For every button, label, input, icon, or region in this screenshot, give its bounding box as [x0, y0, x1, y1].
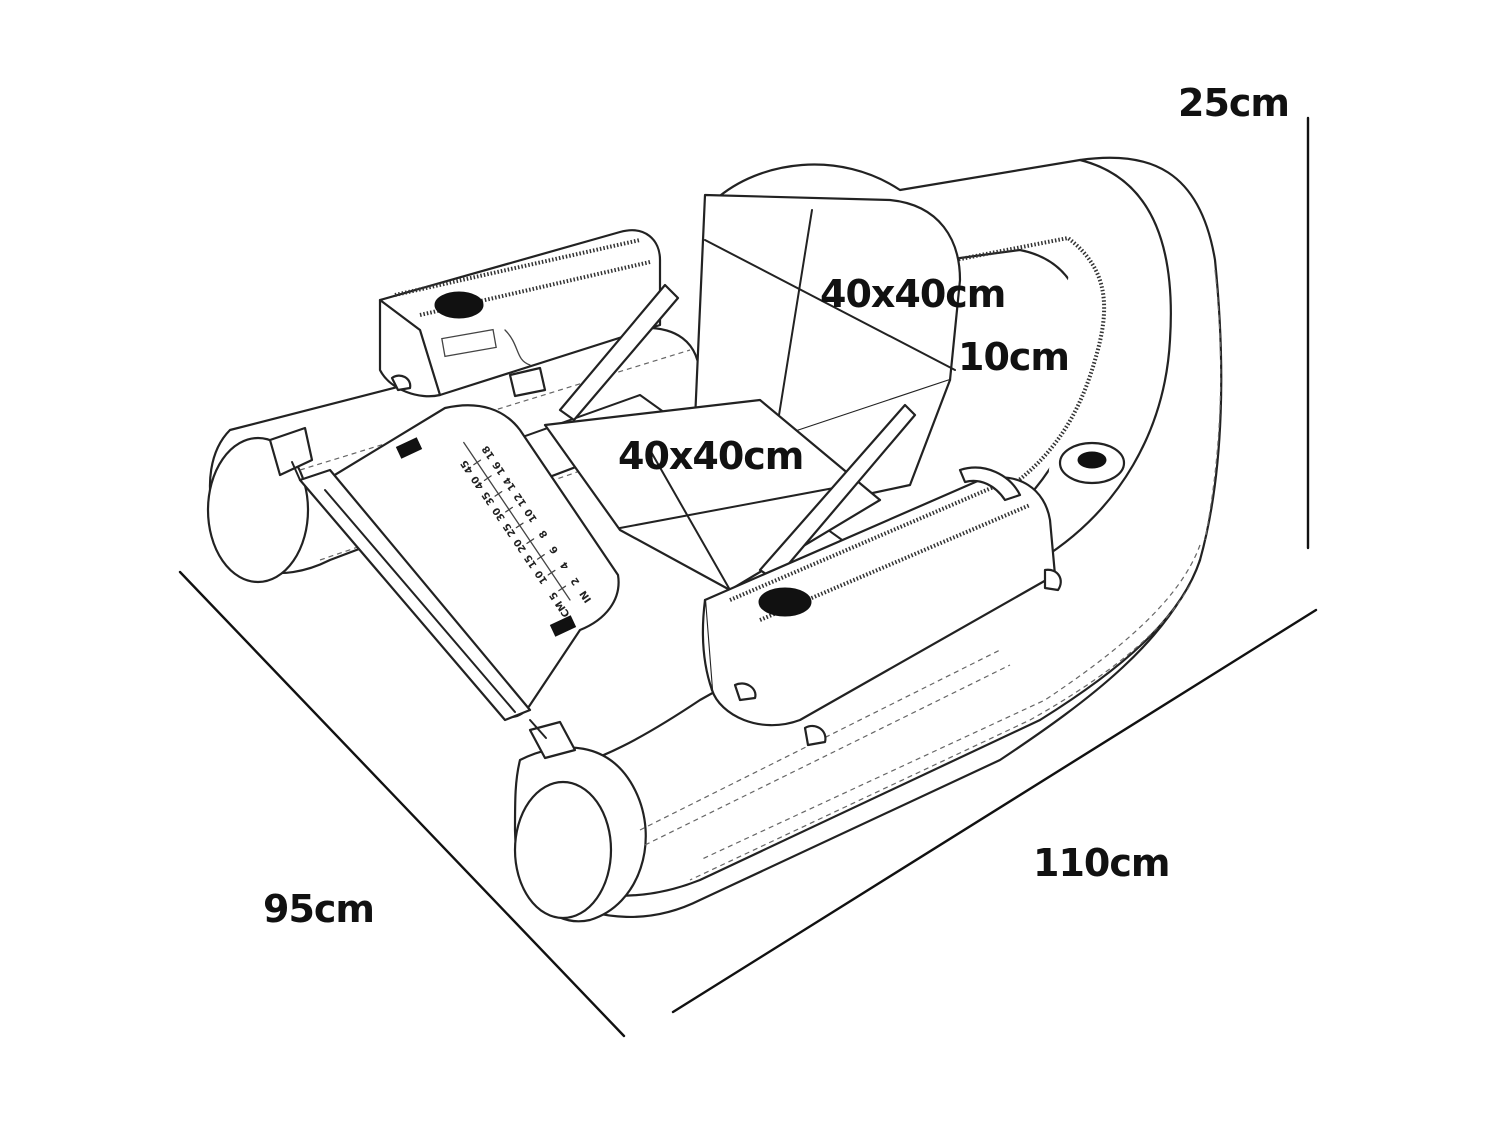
seat-size-label: 40x40cm: [618, 434, 803, 478]
ruler-in-mark: 2: [569, 575, 582, 587]
left-strap: [558, 283, 680, 422]
seat-thickness-label: 10cm: [958, 335, 1069, 379]
ruler-in-mark: 6: [548, 543, 561, 555]
left-storage-bag: [378, 229, 662, 398]
stripping-apron: [268, 404, 620, 760]
width-label: 95cm: [263, 887, 374, 931]
length-dimension-line: [671, 608, 1318, 1014]
ruler-tick: [515, 522, 524, 529]
height-label: 25cm: [1178, 81, 1289, 125]
ruler-in-mark: 8: [537, 528, 550, 540]
backrest-size-label: 40x40cm: [820, 272, 1005, 316]
ruler-in-mark: 4: [559, 559, 572, 571]
ruler-cm-mark: 5: [548, 590, 561, 602]
width-dimension-line: [178, 570, 626, 1038]
right-storage-bag: [701, 466, 1062, 747]
ruler-tick: [473, 459, 482, 466]
ruler-tick: [526, 538, 535, 545]
ruler-tick: [483, 475, 492, 482]
tube-zipper: [944, 235, 1107, 502]
ruler-tick: [558, 585, 567, 592]
ruler-tick: [505, 506, 514, 513]
length-label: 110cm: [1033, 841, 1169, 885]
ruler-tick: [547, 569, 556, 576]
ruler-tick: [494, 490, 503, 497]
ruler-tick: [536, 554, 545, 560]
